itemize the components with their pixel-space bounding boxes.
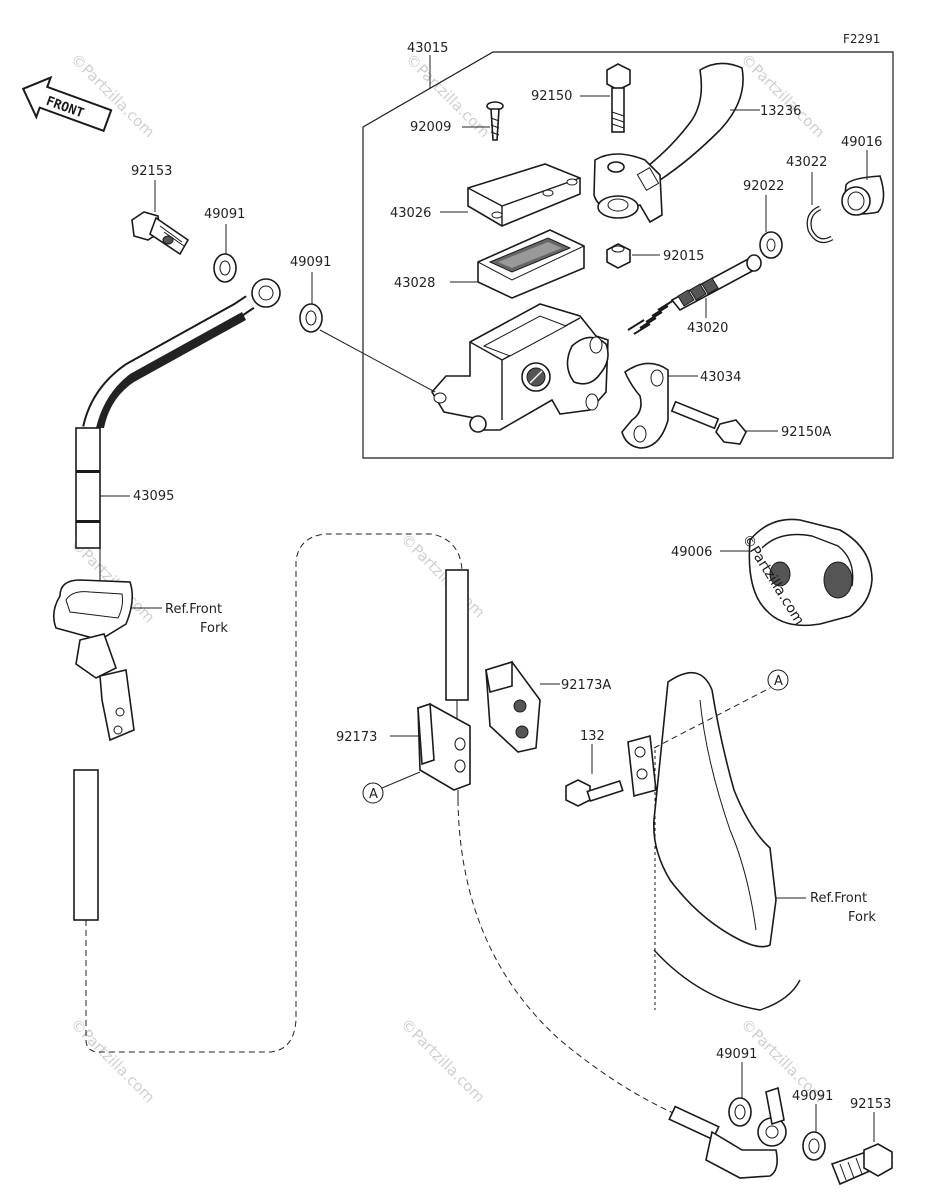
part-label-49091-bottom-b: 49091 — [792, 1089, 833, 1104]
part-label-49006: 49006 — [671, 545, 712, 560]
clamp-92173 — [417, 702, 471, 791]
washer-49091-top-b — [299, 303, 323, 333]
part-label-92022: 92022 — [743, 179, 784, 194]
master-cylinder-body — [431, 303, 609, 433]
part-label-49016: 49016 — [841, 135, 882, 150]
reservoir-cap-43026 — [467, 163, 581, 227]
ref-label-right-line1: Ref.Front — [810, 891, 867, 906]
diaphragm-43028 — [477, 229, 585, 299]
part-label-43028: 43028 — [394, 276, 435, 291]
hose-clamp-left — [52, 579, 135, 742]
watermark: ©Partzilla.com — [737, 50, 828, 141]
part-label-92015: 92015 — [663, 249, 704, 264]
boot-49016 — [841, 175, 885, 216]
brake-hose-43095-upper — [75, 278, 281, 549]
part-label-49091-top-a: 49091 — [204, 207, 245, 222]
clamp-43034 — [621, 362, 669, 449]
bolt-132 — [565, 779, 624, 807]
part-label-43015: 43015 — [407, 41, 448, 56]
part-label-92173A: 92173A — [561, 678, 611, 693]
part-label-43022: 43022 — [786, 155, 827, 170]
part-label-49091-bottom-a: 49091 — [716, 1047, 757, 1062]
caliper-49006 — [748, 518, 873, 627]
screw-92009 — [486, 101, 504, 141]
clamp-92173A — [485, 660, 541, 753]
washer-92022 — [759, 231, 783, 259]
circlip-43022 — [806, 205, 834, 244]
watermark: ©Partzilla.com — [397, 530, 488, 621]
washer-49091-bottom-a — [728, 1097, 752, 1127]
nut-92015 — [606, 243, 631, 269]
part-label-49091-top-b: 49091 — [290, 255, 331, 270]
washer-49091-bottom-b — [802, 1131, 826, 1161]
watermark: ©Partzilla.com — [397, 1015, 488, 1106]
washer-49091-top-a — [213, 253, 237, 283]
part-label-13236: 13236 — [760, 104, 801, 119]
brake-hose-left-section — [73, 769, 99, 921]
watermark: ©Partzilla.com — [67, 1015, 158, 1106]
part-label-92153-top: 92153 — [131, 164, 172, 179]
brake-hose-lower-fitting — [668, 1086, 787, 1179]
watermark: ©Partzilla.com — [67, 50, 158, 141]
callout-a-right-letter: A — [774, 674, 783, 689]
piston-43020 — [627, 254, 762, 335]
part-label-92173: 92173 — [336, 730, 377, 745]
ref-label-right-line2: Fork — [848, 910, 876, 925]
lever-13236 — [593, 62, 744, 224]
brake-hose-middle-section — [445, 569, 469, 701]
callout-a-left — [362, 782, 384, 804]
diagram-code: F2291 — [843, 32, 880, 46]
banjo-bolt-92153-top — [131, 211, 190, 256]
part-label-92150: 92150 — [531, 89, 572, 104]
ref-label-left-line2: Fork — [200, 621, 228, 636]
part-label-92009: 92009 — [410, 120, 451, 135]
callout-a-left-letter: A — [369, 787, 378, 802]
banjo-bolt-92153-bottom — [830, 1143, 893, 1186]
bolt-92150A — [670, 400, 747, 445]
part-label-43026: 43026 — [390, 206, 431, 221]
bolt-92150 — [606, 63, 631, 133]
part-label-132: 132 — [580, 729, 605, 744]
part-label-43034: 43034 — [700, 370, 741, 385]
fork-guard — [627, 672, 801, 1011]
assembly-group-box — [362, 51, 894, 459]
callout-a-right — [767, 669, 789, 691]
part-label-43095: 43095 — [133, 489, 174, 504]
part-label-43020: 43020 — [687, 321, 728, 336]
part-label-92153-bottom: 92153 — [850, 1097, 891, 1112]
part-label-92150A: 92150A — [781, 425, 831, 440]
ref-label-left-line1: Ref.Front — [165, 602, 222, 617]
